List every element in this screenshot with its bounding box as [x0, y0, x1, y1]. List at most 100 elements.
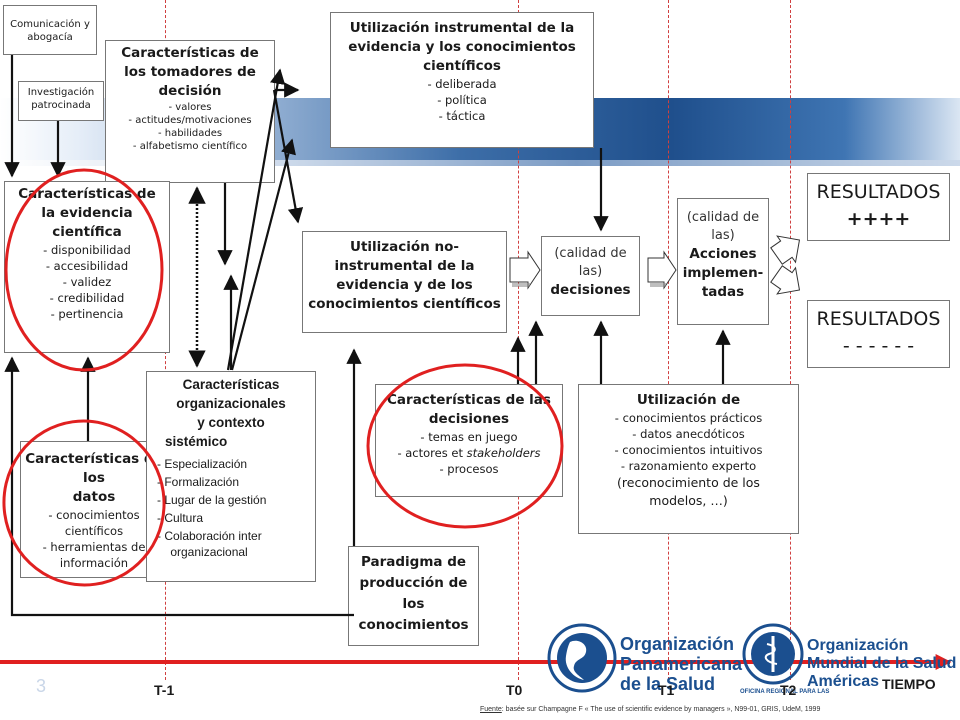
- data-title: datos: [72, 489, 116, 505]
- opas-logo-line: de la Salud: [620, 674, 716, 694]
- timeline-label-t2: T2: [780, 682, 797, 698]
- source-note: Fuente: basée sur Champagne F « The use …: [480, 706, 820, 713]
- other-use-item: (reconocimiento de los: [617, 475, 760, 490]
- box-other-knowledge-use: Utilización de - conocimientos prácticos…: [578, 384, 799, 534]
- evidence-item: - accesibilidad: [45, 259, 129, 273]
- opas-logo-line: Panamericana: [620, 654, 743, 674]
- decision-chars-item-text: - actores et: [397, 446, 467, 460]
- block-arrow-to-decisions: [509, 250, 541, 290]
- evidence-title: la evidencia: [41, 205, 133, 221]
- decision-makers-item: - habilidades: [157, 128, 223, 139]
- block-arrow-to-results-positive: [770, 235, 801, 265]
- decision-makers-item: - actitudes/motivaciones: [128, 115, 252, 126]
- block-arrow-shadow: [512, 283, 530, 287]
- box-decisions-quality: (calidad de las) decisiones: [541, 236, 640, 316]
- decision-chars-title: decisiones: [428, 411, 510, 427]
- paradigm-title: producción de: [359, 575, 468, 591]
- timeline-axis-label: TIEMPO: [882, 676, 936, 692]
- actions-quality-bold: implemen-: [682, 265, 764, 281]
- data-item: - conocimientos: [48, 508, 140, 522]
- data-item: científicos: [64, 524, 124, 538]
- decision-makers-title: los tomadores de: [124, 64, 256, 80]
- timeline-label-t1: T1: [658, 682, 675, 698]
- actions-quality-line: (calidad de: [686, 210, 760, 225]
- paradigm-title: conocimientos: [358, 617, 469, 633]
- other-use-item: - razonamiento experto: [620, 459, 757, 473]
- decision-chars-item: - procesos: [439, 462, 499, 476]
- organizational-title: organizacionales: [176, 396, 286, 411]
- organizational-list: - Especialización - Formalización - Luga…: [151, 455, 311, 559]
- paradigm-title: los: [402, 596, 425, 612]
- oms-logo-text: Organización Mundial de la Salud América…: [807, 637, 956, 691]
- box-sponsored-research: Investigación patrocinada: [18, 81, 104, 121]
- evidence-title: Características de: [18, 186, 156, 202]
- box-communication-line: abogacía: [27, 32, 73, 43]
- decision-chars-item: - actores et stakeholders: [380, 445, 558, 461]
- oms-logo-line: Mundial de la Salud: [807, 655, 957, 672]
- instrumental-title: científicos: [423, 58, 501, 74]
- block-arrow-to-actions: [647, 250, 677, 290]
- box-knowledge-paradigm: Paradigma de producción de los conocimie…: [348, 546, 479, 646]
- opas-logo-line: Organización: [620, 634, 735, 654]
- block-arrow-shadow: [650, 283, 666, 287]
- organizational-item: - Formalización: [157, 475, 240, 489]
- box-results-negative: RESULTADOS - - - - - -: [807, 300, 950, 368]
- box-decision-characteristics: Características de las decisiones - tema…: [375, 384, 563, 497]
- box-decision-makers: Características de los tomadores de deci…: [105, 40, 275, 183]
- source-label: Fuente: [480, 706, 502, 713]
- opas-emblem-icon: [547, 623, 617, 693]
- source-text: : basée sur Champagne F « The use of sci…: [501, 706, 821, 713]
- oms-logo-americas: Américas: [807, 673, 880, 690]
- non-instrumental-title: instrumental de la: [334, 258, 475, 274]
- highlight-circle-evidence: [4, 168, 164, 372]
- decisions-quality-line: las): [578, 264, 603, 279]
- organizational-item: - Especialización: [157, 457, 248, 471]
- arrow-org-to-decision-makers: [226, 68, 286, 371]
- data-item: - herramientas de: [42, 540, 146, 554]
- arrow-crossing-down: [272, 89, 304, 224]
- organizational-item: - Lugar de la gestión: [157, 493, 267, 507]
- highlight-circle-data: [2, 419, 166, 587]
- oms-emblem-icon: [742, 623, 804, 685]
- organizational-title: y contexto: [197, 415, 265, 430]
- organizational-item: - Cultura: [157, 511, 204, 525]
- decision-makers-item: - valores: [168, 102, 212, 113]
- other-use-item: - datos anecdóticos: [632, 427, 745, 441]
- non-instrumental-title: conocimientos científicos: [308, 296, 501, 312]
- non-instrumental-title: evidencia y de los: [336, 277, 473, 293]
- decision-chars-title: Características de las: [387, 392, 551, 408]
- actions-quality-line: las): [711, 228, 735, 243]
- results-negative-line: RESULTADOS: [816, 308, 941, 330]
- evidence-item: - pertinencia: [50, 307, 124, 321]
- actions-quality-bold: Acciones: [689, 246, 757, 262]
- decision-chars-item-italic: stakeholders: [466, 446, 541, 460]
- timeline-marker-t2: [790, 0, 791, 680]
- page-number: 3: [36, 676, 47, 696]
- box-sponsored-line: Investigación: [27, 87, 95, 98]
- data-item: información: [59, 556, 129, 570]
- timeline-label-t-minus-1: T-1: [154, 682, 175, 698]
- box-evidence: Características de la evidencia científi…: [4, 181, 170, 353]
- oms-logo-line: Organización: [807, 637, 909, 654]
- other-use-item: - conocimientos prácticos: [614, 411, 763, 425]
- decision-makers-title: Características de: [121, 45, 259, 61]
- evidence-item: - credibilidad: [49, 291, 125, 305]
- actions-quality-bold: tadas: [701, 284, 745, 300]
- oms-office-text: OFICINA REGIONAL PARA LAS: [740, 689, 830, 695]
- evidence-title: científica: [52, 224, 122, 240]
- box-organizational: Características organizacionales y conte…: [146, 371, 316, 582]
- organizational-title: Características: [182, 377, 280, 392]
- decision-makers-item: - alfabetismo científico: [132, 141, 248, 152]
- paradigm-title: Paradigma de: [360, 554, 467, 570]
- results-positive-line: ++++: [846, 208, 911, 230]
- box-instrumental-use: Utilización instrumental de la evidencia…: [330, 12, 594, 148]
- organizational-item: organizacional: [157, 545, 248, 559]
- box-data: Características de los datos - conocimie…: [20, 441, 168, 578]
- box-results-positive: RESULTADOS ++++: [807, 173, 950, 241]
- box-non-instrumental-use: Utilización no- instrumental de la evide…: [302, 231, 507, 333]
- data-title: Características de los: [25, 451, 163, 486]
- evidence-item: - disponibilidad: [43, 243, 131, 257]
- box-communication-line: Comunicación y: [10, 19, 90, 30]
- timeline-label-t0: T0: [506, 682, 523, 698]
